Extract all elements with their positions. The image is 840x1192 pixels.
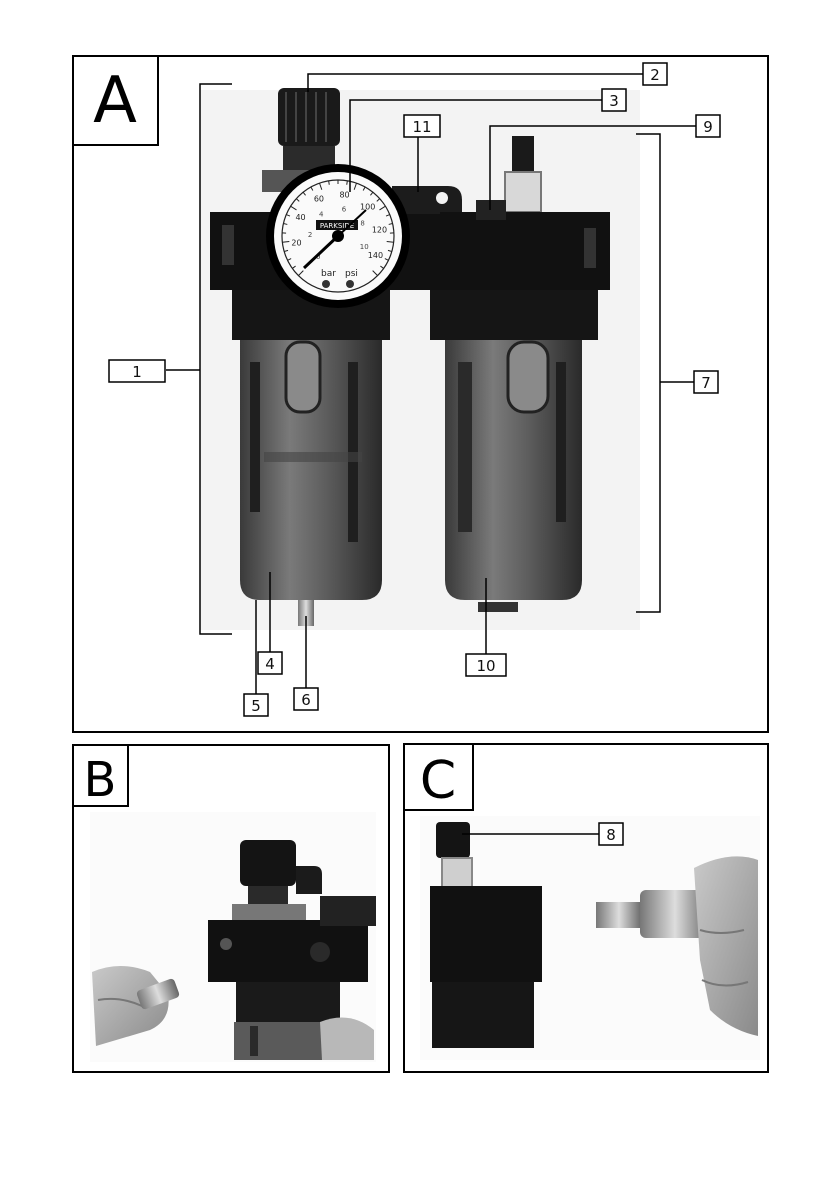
callout-1: 1 [109,360,165,382]
svg-text:4: 4 [265,655,275,673]
oil-adjust-screw [512,136,534,172]
callout-11: 11 [404,115,440,137]
panel-c-letter: C [420,751,456,811]
panel-b-knob [240,840,296,886]
gauge-bar-label: 6 [342,206,347,214]
callout-8: 8 [599,823,623,845]
gauge-psi-label: 80 [339,191,349,200]
panel-b-letter: B [84,752,117,808]
callout-4: 4 [258,652,282,674]
oil-filler-plug [476,200,506,220]
gauge-bar-label: 8 [360,220,364,228]
panel-c-screw [436,822,470,858]
panel-c-head [430,886,542,982]
regulator-knob [278,88,340,146]
panel-a-letter: A [93,64,137,138]
callout-6: 6 [294,688,318,710]
svg-text:11: 11 [412,118,431,136]
panel-a: A [73,56,768,732]
gauge-tick [329,181,330,185]
callout-2: 2 [643,63,667,85]
panel-c: C 8 [404,744,768,1072]
svg-text:6: 6 [301,691,311,709]
gauge-unit-psi: psi [345,269,358,279]
svg-text:5: 5 [251,697,261,715]
callout-5: 5 [244,694,268,716]
panel-b: B [73,745,389,1072]
callout-10: 10 [466,654,506,676]
svg-text:1: 1 [132,363,142,381]
panel-b-head [208,920,368,982]
gauge-tick [347,181,348,185]
gauge-psi-label: 40 [295,213,305,222]
gauge-psi-label: 60 [314,195,324,204]
gauge-unit-bar: bar [321,269,336,279]
svg-text:9: 9 [703,118,713,136]
sight-dome [505,172,541,212]
oil-bowl-lock [508,342,548,412]
panel-c-nipple [596,902,642,928]
gauge-psi-label: 20 [291,239,301,248]
callout-9: 9 [696,115,720,137]
svg-text:3: 3 [609,92,619,110]
gauge-psi-label: 120 [372,225,387,234]
svg-text:10: 10 [476,657,495,675]
svg-text:7: 7 [701,374,711,392]
gauge-psi-label: 100 [360,202,375,211]
callout-7: 7 [694,371,718,393]
gauge-bar-label: 2 [308,231,312,239]
gauge-bar-label: 10 [360,243,369,251]
bowl-lock-button [286,342,320,412]
svg-text:8: 8 [606,826,616,844]
gauge-bar-label: 4 [319,211,324,219]
gauge-psi-label: 140 [368,251,383,260]
callout-3: 3 [602,89,626,111]
svg-text:2: 2 [650,66,660,84]
